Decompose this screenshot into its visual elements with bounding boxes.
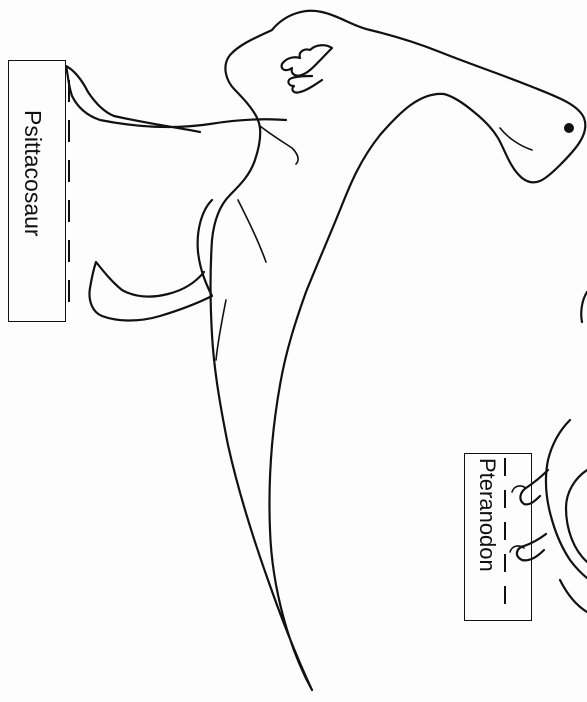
psittacosaur-hind-leg (66, 66, 286, 132)
psittacosaur-eye (564, 123, 574, 133)
psittacosaur-knee-line (260, 126, 298, 164)
pteranodon-label: Pteranodon (474, 458, 500, 572)
pteranodon-dash-1 (504, 458, 506, 476)
psittacosaur-dash-3 (68, 160, 70, 182)
pteranodon-dash-3 (504, 522, 506, 540)
psittacosaur-jaw-line (500, 128, 532, 150)
pteranodon-dash-4 (504, 554, 506, 572)
psittacosaur-hand (288, 76, 322, 93)
psittacosaur-dash-4 (68, 200, 70, 222)
psittacosaur-dash-5 (68, 240, 70, 262)
psittacosaur-label: Psittacosaur (19, 110, 46, 237)
pteranodon-dash-2 (504, 490, 506, 508)
psittacosaur-dash-2 (68, 120, 70, 142)
pteranodon-dash-5 (504, 586, 506, 604)
psittacosaur-dash-6 (68, 280, 70, 302)
pteranodon-head-curve (566, 470, 587, 562)
pteranodon-wing-outline (581, 292, 587, 322)
pteranodon-lower-wing (560, 580, 587, 612)
psittacosaur-thigh-line (238, 200, 266, 262)
psittacosaur-front-arm (282, 45, 332, 75)
psittacosaur-lower-leg (90, 200, 213, 321)
psittacosaur-dash-1 (68, 80, 70, 102)
psittacosaur-belly-line (216, 300, 226, 360)
